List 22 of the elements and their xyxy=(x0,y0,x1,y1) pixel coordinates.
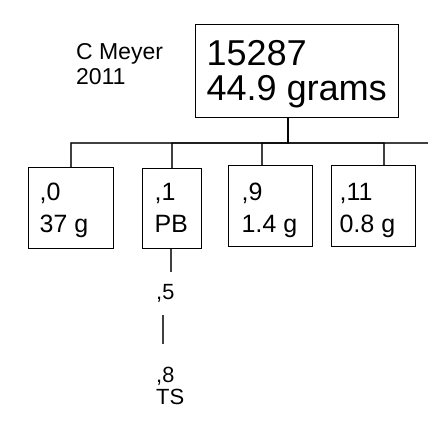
box-label: ,11 xyxy=(340,176,372,208)
connector-line xyxy=(162,315,164,344)
tree-box xyxy=(142,168,202,249)
connector-line xyxy=(287,118,429,144)
box-label: ,1 xyxy=(154,176,176,208)
tree-box xyxy=(228,165,313,247)
node-label: TS xyxy=(156,386,184,408)
box-label: 0.8 g xyxy=(340,208,396,240)
tree-box xyxy=(195,24,399,118)
connector-line xyxy=(170,249,172,272)
box-label: 37 g xyxy=(40,208,88,240)
box-label: ,0 xyxy=(40,176,60,208)
node-label: ,5 xyxy=(156,280,174,304)
tree-box xyxy=(331,165,416,247)
node-label: ,8 xyxy=(156,364,174,386)
box-label: 44.9 grams xyxy=(206,70,387,105)
tree-box xyxy=(28,167,114,249)
box-label: 15287 xyxy=(206,35,307,70)
box-label: ,9 xyxy=(242,176,262,208)
box-label: PB xyxy=(154,208,188,240)
box-label: 1.4 g xyxy=(242,208,298,240)
author-note: C Meyer 2011 xyxy=(76,39,164,89)
